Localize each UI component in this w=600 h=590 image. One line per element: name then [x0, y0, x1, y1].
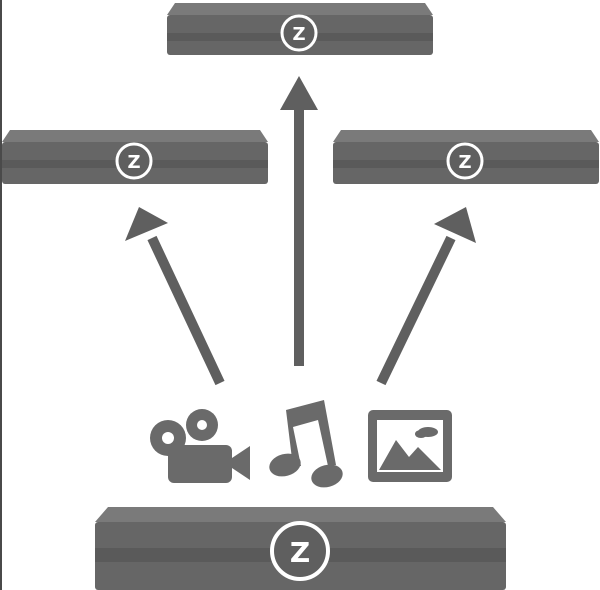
badge-letter: Z [458, 152, 471, 173]
arrow-to-right [376, 207, 476, 386]
z-logo-badge: Z [446, 142, 484, 180]
page-left-border [0, 0, 2, 590]
video-camera-icon [150, 409, 250, 483]
source-device: Z [95, 507, 506, 590]
z-logo-badge: Z [270, 521, 330, 581]
badge-letter: Z [290, 536, 310, 569]
target-device-left: Z [2, 130, 268, 184]
arrow-to-left [125, 207, 225, 386]
arrow-to-top [280, 76, 318, 366]
z-logo-badge: Z [280, 14, 318, 52]
target-device-top: Z [167, 3, 433, 55]
badge-letter: Z [127, 152, 140, 173]
z-logo-badge: Z [115, 142, 153, 180]
badge-letter: Z [292, 24, 305, 45]
target-device-right: Z [333, 130, 599, 184]
image-icon [368, 410, 452, 482]
music-note-icon [269, 400, 343, 488]
